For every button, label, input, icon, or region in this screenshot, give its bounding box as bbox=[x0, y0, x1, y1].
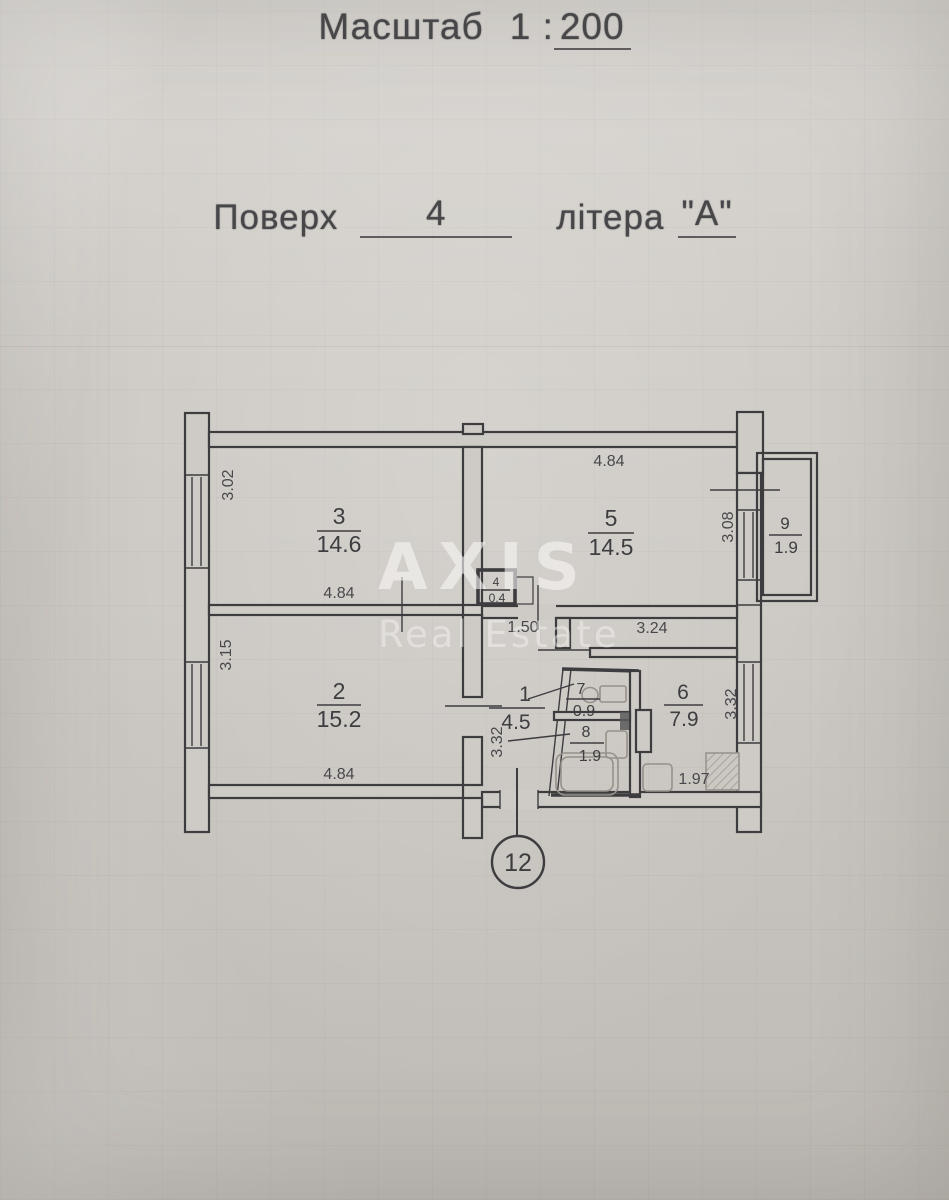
room-6-number: 6 bbox=[677, 681, 689, 704]
leader-line-bathroom bbox=[507, 733, 571, 742]
floor-value: 4 bbox=[360, 194, 513, 238]
floor-title: Поверх 4 літера "А" bbox=[0, 194, 949, 238]
room-9-number: 9 bbox=[780, 514, 789, 533]
kitchen-stove bbox=[705, 752, 740, 791]
wall-middle-lower-b bbox=[461, 735, 484, 787]
room-3-area: 14.6 bbox=[317, 531, 362, 557]
dim-room5-top: 4.84 bbox=[593, 453, 624, 470]
bathroom-sink bbox=[605, 730, 628, 759]
dim-room2-bottom: 4.84 bbox=[323, 766, 354, 783]
wall-middle-upper bbox=[461, 445, 484, 607]
letter-value: "А" bbox=[678, 194, 736, 238]
closet-4 bbox=[476, 568, 534, 606]
bath-slanted-wall-inner bbox=[556, 668, 572, 797]
door-opening-room5 bbox=[518, 604, 556, 620]
dim-hall-top: 1.50 bbox=[507, 619, 538, 636]
fixtures bbox=[555, 685, 740, 796]
room-4-number: 4 bbox=[493, 575, 500, 589]
wall-room3-room2 bbox=[207, 603, 465, 617]
room-3-number: 3 bbox=[333, 503, 346, 529]
room-7-area: 0.9 bbox=[573, 703, 595, 720]
bath-top-wall bbox=[561, 667, 640, 673]
room-7-number: 7 bbox=[577, 681, 586, 698]
dim-room2-left: 3.15 bbox=[218, 639, 235, 670]
wall-pillar-stub-top bbox=[461, 422, 485, 436]
dim-hall-left: 3.32 bbox=[489, 726, 506, 757]
toilet-bath-divider bbox=[552, 710, 632, 722]
room-9-area: 1.9 bbox=[774, 538, 798, 557]
room-1-number: 1 bbox=[519, 683, 531, 706]
balcony-outer-rail bbox=[755, 451, 819, 603]
door-ticks bbox=[401, 489, 780, 742]
toilet-bowl bbox=[581, 686, 599, 704]
leader-line-toilet bbox=[527, 683, 575, 700]
letter-label: літера bbox=[556, 198, 665, 237]
room-6-area: 7.9 bbox=[669, 708, 698, 731]
bathtub-outer bbox=[555, 752, 619, 796]
toilet-cistern bbox=[599, 685, 627, 703]
wall-middle-stub-bottom bbox=[461, 796, 484, 840]
dim-room5-right: 3.08 bbox=[720, 511, 737, 542]
entrance-circle bbox=[490, 834, 546, 890]
dim-room3-bottom: 4.84 bbox=[323, 585, 354, 602]
entrance-door-opening bbox=[500, 790, 538, 809]
room-8-area: 1.9 bbox=[579, 748, 601, 765]
room-labels: 3 14.6 5 14.5 9 1.9 2 15.2 1 4.5 4 0.4 7… bbox=[317, 503, 802, 765]
room-4-area: 0.4 bbox=[489, 591, 506, 605]
paper-grid-line bbox=[0, 346, 949, 347]
dimension-labels: 3.02 4.84 4.84 3.08 3.15 4.84 1.50 3.24 … bbox=[218, 453, 740, 788]
wall-left-column bbox=[183, 411, 211, 834]
room-2-number: 2 bbox=[333, 678, 346, 704]
bath-slanted-wall-outer bbox=[548, 668, 564, 797]
balcony-outline bbox=[755, 451, 819, 603]
room-8-number: 8 bbox=[582, 724, 591, 741]
scale-label: Масштаб bbox=[318, 6, 484, 47]
dim-kitchen-top: 3.24 bbox=[636, 620, 667, 637]
wall-kitchen-top bbox=[588, 646, 739, 659]
dim-room3-left: 3.02 bbox=[220, 469, 237, 500]
bathtub-inner bbox=[560, 756, 614, 792]
duct-block bbox=[620, 712, 629, 730]
wall-pillar-top-right bbox=[735, 410, 765, 475]
entrance-number: 12 bbox=[504, 849, 532, 877]
scale-title: Масштаб 1 :200 bbox=[0, 6, 949, 50]
scale-value: 200 bbox=[553, 6, 631, 50]
floor-label: Поверх bbox=[213, 198, 339, 237]
room-1-area: 4.5 bbox=[501, 711, 530, 734]
wall-middle-lower-a bbox=[461, 613, 484, 699]
room-5-number: 5 bbox=[605, 505, 618, 531]
kitchen-sink bbox=[642, 763, 673, 792]
scale-ratio-prefix: 1 : bbox=[509, 6, 554, 47]
wall-bottom-left bbox=[207, 783, 465, 800]
dim-kitchen-bottom: 1.97 bbox=[678, 771, 709, 788]
windows bbox=[191, 477, 754, 746]
wall-hall-passage bbox=[554, 616, 572, 650]
closet-door bbox=[514, 576, 534, 605]
room-5-area: 14.5 bbox=[589, 534, 634, 560]
vent-shaft bbox=[634, 708, 653, 754]
balcony-inner-rail bbox=[761, 457, 813, 597]
dim-kitchen-right: 3.32 bbox=[723, 688, 740, 719]
inner-walls bbox=[207, 445, 739, 840]
entrance-marker: 12 bbox=[490, 768, 546, 890]
room-2-area: 15.2 bbox=[317, 706, 362, 732]
